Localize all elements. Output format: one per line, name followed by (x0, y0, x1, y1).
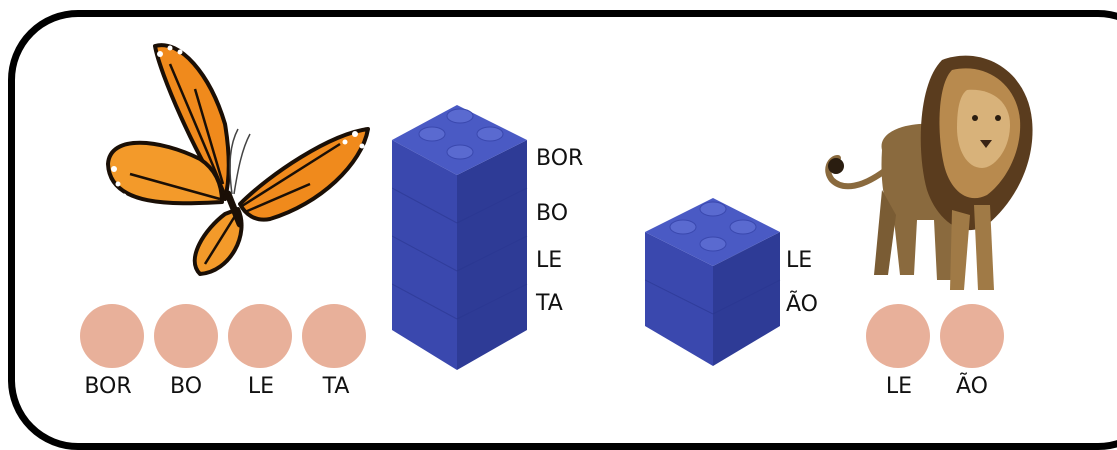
circle-label-4: TA (322, 374, 350, 399)
syllable-circle-5[interactable] (866, 304, 930, 368)
block-label-6: ÃO (786, 292, 818, 317)
block-label-3: LE (536, 248, 563, 273)
block-label-2: BO (536, 201, 569, 226)
block-stack-4 (392, 105, 528, 370)
syllable-circle-1[interactable] (80, 304, 144, 368)
block-stack-2 (645, 198, 781, 366)
circle-label-1: BOR (84, 374, 132, 399)
circle-label-3: LE (247, 374, 275, 399)
circle-label-2: BO (169, 374, 203, 399)
block-label-1: BOR (536, 146, 584, 171)
lion-image (825, 55, 1033, 290)
syllable-circle-6[interactable] (940, 304, 1004, 368)
syllable-circle-4[interactable] (302, 304, 366, 368)
circle-label-5: LE (885, 374, 913, 399)
block-label-5: LE (786, 248, 813, 273)
butterfly-image (106, 43, 370, 276)
circle-label-6: ÃO (956, 374, 988, 399)
syllable-circle-3[interactable] (228, 304, 292, 368)
syllable-circle-2[interactable] (154, 304, 218, 368)
block-label-4: TA (536, 291, 563, 316)
